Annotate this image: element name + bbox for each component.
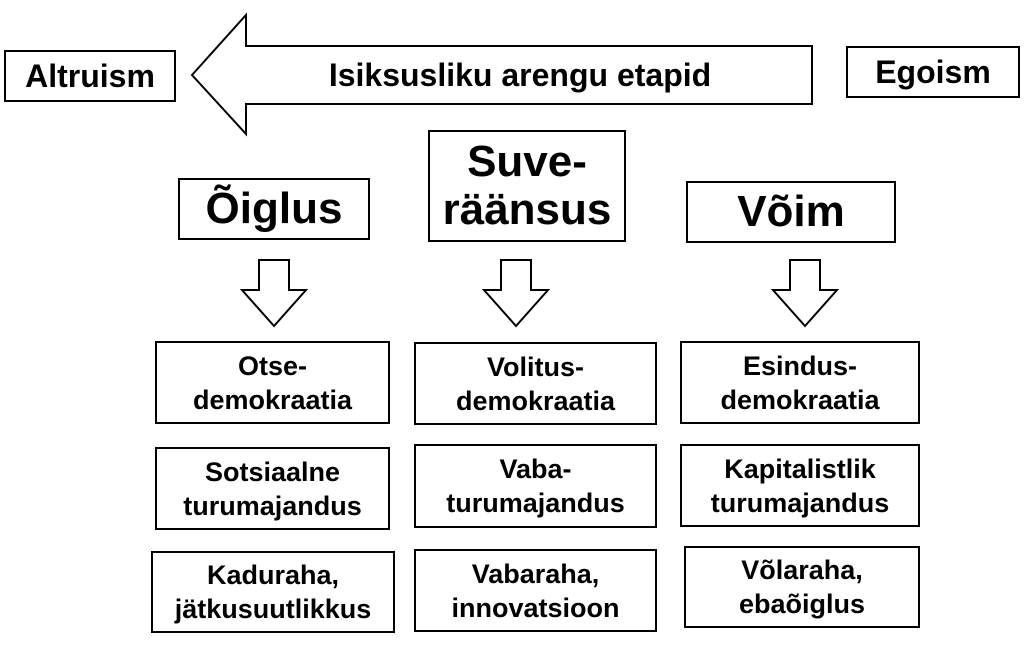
cell-volitusdemokraatia: Volitus- demokraatia	[414, 342, 657, 425]
cell-line: Otse-	[237, 350, 307, 381]
cell-vabaraha: Vabaraha, innovatsioon	[414, 549, 657, 632]
header-line: Õiglus	[205, 184, 343, 233]
cell-sotsiaalne-turumajandus: Sotsiaalne turumajandus	[155, 447, 390, 530]
cell-line: Võlaraha,	[741, 555, 863, 585]
cell-kapitalistlik-turumajandus: Kapitalistlik turumajandus	[680, 444, 920, 527]
header-suveraansus: Suve- räänsus	[428, 130, 626, 242]
cell-line: Kapitalistlik	[724, 453, 876, 484]
down-arrow-icon	[770, 259, 840, 328]
egoism-box: Egoism	[846, 46, 1020, 98]
header-oiglus: Õiglus	[178, 178, 370, 240]
cell-line: demokraatia	[192, 384, 353, 415]
cell-line: Kaduraha,	[206, 560, 340, 590]
cell-line: turumajandus	[183, 490, 362, 521]
cell-line: ebaõiglus	[738, 589, 866, 619]
header-line: räänsus	[442, 185, 612, 234]
cell-otsedemokraatia: Otse- demokraatia	[155, 341, 390, 424]
altruism-box: Altruism	[4, 50, 176, 102]
header-line: Võim	[737, 187, 845, 236]
cell-volaraha: Võlaraha, ebaõiglus	[684, 546, 920, 628]
cell-line: demokraatia	[455, 385, 616, 416]
cell-kaduraha: Kaduraha, jätkusuutlikkus	[151, 551, 395, 633]
cell-line: turumajandus	[446, 488, 625, 518]
cell-line: Vabaraha,	[471, 558, 600, 589]
altruism-label: Altruism	[25, 57, 155, 94]
cell-line: turumajandus	[710, 487, 890, 518]
header-voim: Võim	[686, 181, 896, 243]
down-arrow-icon	[481, 259, 551, 328]
header-line: Suve-	[467, 137, 587, 186]
cell-esindusdemokraatia: Esindus- demokraatia	[680, 341, 920, 424]
egoism-label: Egoism	[875, 53, 991, 90]
cell-line: Sotsiaalne	[204, 456, 341, 487]
cell-line: Vaba-	[499, 454, 572, 484]
arrow-label: Isiksusliku arengu etapid	[328, 56, 712, 93]
cell-vabaturumajandus: Vaba- turumajandus	[414, 444, 657, 528]
cell-line: jätkusuutlikkus	[174, 594, 372, 624]
cell-line: Volitus-	[486, 351, 584, 382]
cell-line: demokraatia	[720, 384, 880, 415]
down-arrow-icon	[239, 259, 309, 328]
cell-line: innovatsioon	[451, 592, 620, 623]
cell-line: Esindus-	[742, 350, 857, 381]
